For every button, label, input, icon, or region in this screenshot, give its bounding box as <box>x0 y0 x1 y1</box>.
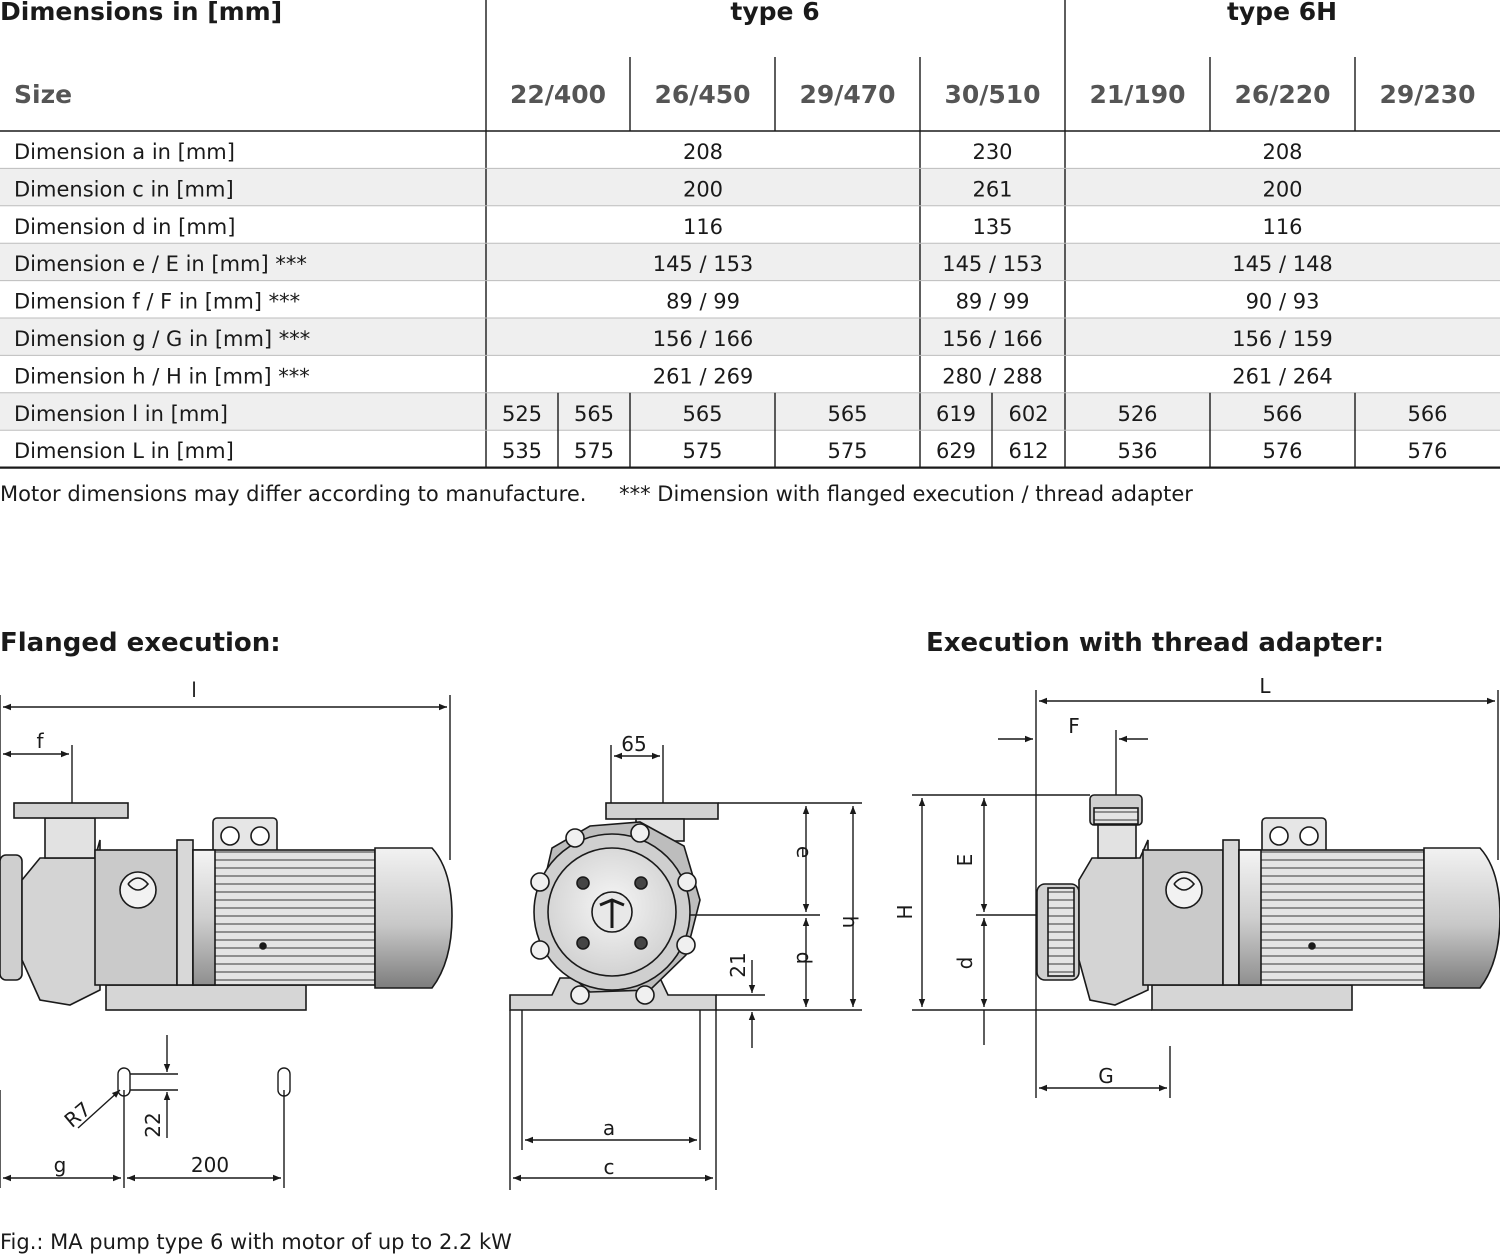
cell-value: 535 <box>502 439 542 463</box>
label-a: a <box>603 1116 615 1140</box>
dimension-table: Dimensions in [mm] type 6 type 6H Size 22/40… <box>0 0 1500 474</box>
label-h: h <box>838 916 862 929</box>
label-H: H <box>893 904 917 919</box>
dimension-table-grid: Dimensions in [mm] type 6 type 6H Size 22/40… <box>0 0 1500 469</box>
label-spacing-200: 200 <box>191 1153 229 1177</box>
size-header: 30/510 <box>944 80 1040 109</box>
row-label: Dimension f / F in [mm] *** <box>14 290 300 314</box>
cell-30-510: 280 / 288 <box>942 364 1043 388</box>
row-label: Dimension e / E in [mm] *** <box>14 252 307 276</box>
label-c: c <box>604 1155 615 1179</box>
label-g: g <box>54 1153 67 1177</box>
cell-type6: 145 / 153 <box>653 252 754 276</box>
size-header: 29/230 <box>1379 80 1475 109</box>
label-d-thread: d <box>953 957 977 970</box>
size-header: 21/190 <box>1089 80 1185 109</box>
cell-type6h: 116 <box>1262 215 1302 239</box>
thread-dimension-lines <box>912 690 1499 1098</box>
label-e: e <box>792 846 816 858</box>
cell-value: 525 <box>502 402 542 426</box>
cell-value: 565 <box>827 402 867 426</box>
row-label: Dimension d in [mm] <box>14 215 235 239</box>
cell-type6h: 156 / 159 <box>1232 327 1333 351</box>
flanged-note: *** Dimension with flanged execution / t… <box>619 482 1193 506</box>
label-21: 21 <box>726 952 750 977</box>
cell-value: 575 <box>827 439 867 463</box>
table-corner-label: Dimensions in [mm] <box>0 0 282 26</box>
pump-front-view <box>509 802 719 1011</box>
label-65: 65 <box>621 732 646 756</box>
cell-value: 576 <box>1262 439 1302 463</box>
label-F: F <box>1068 714 1080 738</box>
row-label: Dimension a in [mm] <box>14 140 235 164</box>
label-l: l <box>191 678 197 702</box>
row-label: Dimension c in [mm] <box>14 177 234 201</box>
cell-value: 536 <box>1117 439 1157 463</box>
size-header: 22/400 <box>510 80 606 109</box>
cell-value: 612 <box>1008 439 1048 463</box>
cell-30-510: 261 <box>972 177 1012 201</box>
cell-value: 602 <box>1008 402 1048 426</box>
row-stripe <box>0 168 1500 206</box>
label-slot-22: 22 <box>141 1112 165 1137</box>
cell-type6h: 90 / 93 <box>1246 290 1320 314</box>
cell-value: 566 <box>1262 402 1302 426</box>
cell-30-510: 135 <box>972 215 1012 239</box>
label-r7: R7 <box>60 1097 96 1132</box>
group-type-6h: type 6H <box>1227 0 1337 26</box>
cell-value: 629 <box>936 439 976 463</box>
cell-type6h: 200 <box>1262 177 1302 201</box>
cell-value: 526 <box>1117 402 1157 426</box>
row-label: Dimension h / H in [mm] *** <box>14 364 310 388</box>
thread-adapter-pump-side-view <box>1036 794 1500 1011</box>
motor-note: Motor dimensions may differ according to… <box>0 482 587 506</box>
label-E: E <box>953 854 977 867</box>
cell-type6h: 261 / 264 <box>1232 364 1333 388</box>
row-stripe <box>0 392 1500 431</box>
cell-value: 576 <box>1407 439 1447 463</box>
cell-value: 575 <box>682 439 722 463</box>
figure-caption: Fig.: MA pump type 6 with motor of up to… <box>0 1230 512 1254</box>
size-header: 26/450 <box>654 80 750 109</box>
size-header: 29/470 <box>799 80 895 109</box>
flanged-pump-side-view <box>0 802 453 1011</box>
size-header: 26/220 <box>1234 80 1330 109</box>
cell-type6: 208 <box>683 140 723 164</box>
label-L: L <box>1259 674 1271 698</box>
table-footnote: Motor dimensions may differ according to… <box>0 482 1193 506</box>
cell-value: 566 <box>1407 402 1447 426</box>
label-f: f <box>36 729 44 753</box>
cell-value: 565 <box>682 402 722 426</box>
cell-value: 619 <box>936 402 976 426</box>
thread-adapter-title: Execution with thread adapter: <box>926 628 1384 658</box>
cell-30-510: 89 / 99 <box>956 290 1030 314</box>
row-stripe <box>0 318 1500 356</box>
cell-type6h: 208 <box>1262 140 1302 164</box>
cell-type6h: 145 / 148 <box>1232 252 1333 276</box>
label-G: G <box>1098 1064 1114 1088</box>
label-d: d <box>792 952 816 965</box>
flanged-dimension-lines <box>0 695 451 1188</box>
size-label: Size <box>14 80 72 109</box>
row-label: Dimension L in [mm] <box>14 439 234 463</box>
row-label: Dimension l in [mm] <box>14 402 228 426</box>
cell-type6: 200 <box>683 177 723 201</box>
group-type-6: type 6 <box>730 0 819 26</box>
cell-type6: 156 / 166 <box>653 327 754 351</box>
cell-type6: 261 / 269 <box>653 364 754 388</box>
row-label: Dimension g / G in [mm] *** <box>14 327 310 351</box>
cell-30-510: 156 / 166 <box>942 327 1043 351</box>
cell-value: 575 <box>574 439 614 463</box>
cell-type6: 89 / 99 <box>666 290 740 314</box>
cell-value: 565 <box>574 402 614 426</box>
flanged-execution-title: Flanged execution: <box>0 628 281 658</box>
front-dimension-lines <box>509 745 862 1190</box>
row-stripe <box>0 243 1500 281</box>
cell-30-510: 145 / 153 <box>942 252 1043 276</box>
cell-30-510: 230 <box>972 140 1012 164</box>
cell-type6: 116 <box>683 215 723 239</box>
